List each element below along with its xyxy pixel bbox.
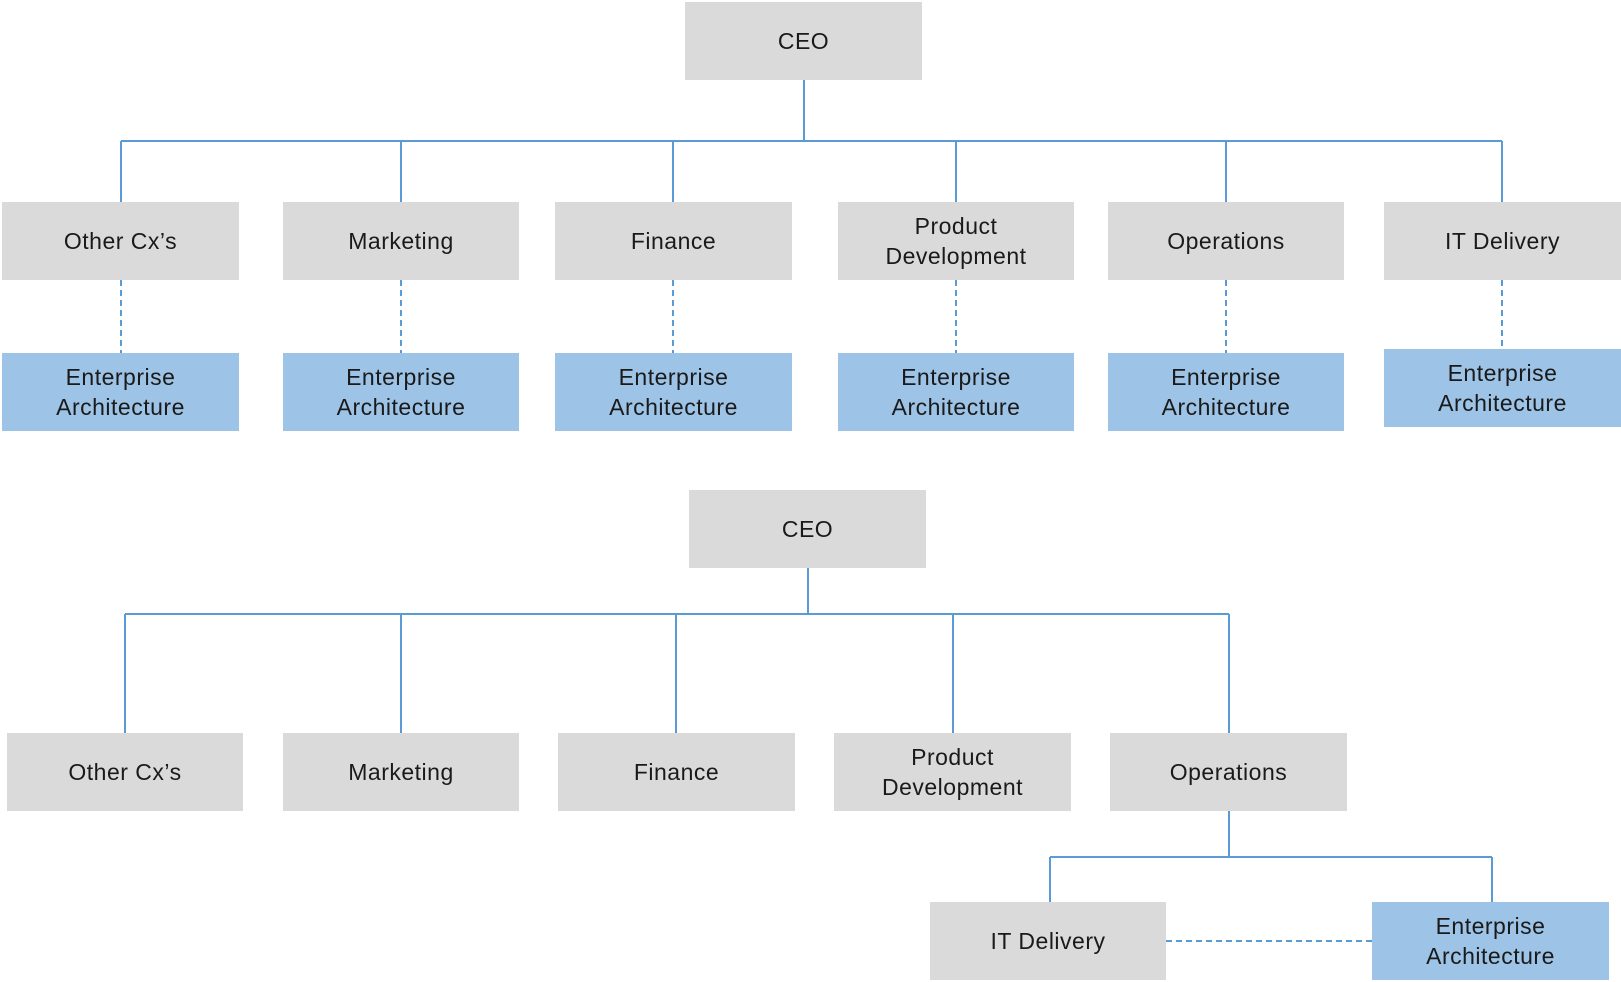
dept-label: Product Development <box>881 744 1024 800</box>
bottom-ceo-label: CEO <box>781 516 834 542</box>
top-ea-product-development[interactable]: Enterprise Architecture <box>838 353 1074 431</box>
dept-label: Operations <box>1167 228 1285 254</box>
top-dept-product-development[interactable]: Product Development <box>838 202 1074 280</box>
top-dept-it-delivery[interactable]: IT Delivery <box>1384 202 1621 280</box>
ea-label: Enterprise Architecture <box>1426 913 1555 969</box>
bottom-dept-finance[interactable]: Finance <box>558 733 795 811</box>
dept-label: Product Development <box>885 213 1027 269</box>
bottom-it-delivery[interactable]: IT Delivery <box>930 902 1166 980</box>
bottom-dept-marketing[interactable]: Marketing <box>283 733 519 811</box>
top-ea-marketing[interactable]: Enterprise Architecture <box>283 353 519 431</box>
dept-label: IT Delivery <box>1445 228 1560 254</box>
ea-label: Enterprise Architecture <box>56 364 185 420</box>
top-ea-it-delivery[interactable]: Enterprise Architecture <box>1384 349 1621 427</box>
dept-label: Operations <box>1169 759 1288 785</box>
dept-label: Finance <box>630 228 717 254</box>
ea-label: Enterprise Architecture <box>891 364 1021 420</box>
top-ceo-box[interactable]: CEO <box>685 2 922 80</box>
top-ea-finance[interactable]: Enterprise Architecture <box>555 353 792 431</box>
dept-label: Other Cx’s <box>68 759 182 785</box>
dept-label: Marketing <box>348 759 454 785</box>
dept-label: Marketing <box>348 228 454 254</box>
ea-label: Enterprise Architecture <box>1438 360 1567 416</box>
top-dept-marketing[interactable]: Marketing <box>283 202 519 280</box>
top-dept-other-cxs[interactable]: Other Cx’s <box>2 202 239 280</box>
bottom-ceo-box[interactable]: CEO <box>689 490 926 568</box>
bottom-dept-product-development[interactable]: Product Development <box>834 733 1071 811</box>
top-ea-operations[interactable]: Enterprise Architecture <box>1108 353 1344 431</box>
top-ceo-label: CEO <box>777 28 830 54</box>
bottom-dept-operations[interactable]: Operations <box>1110 733 1347 811</box>
bottom-dept-other-cxs[interactable]: Other Cx’s <box>7 733 243 811</box>
ea-label: Enterprise Architecture <box>1161 364 1291 420</box>
top-dept-finance[interactable]: Finance <box>555 202 792 280</box>
top-ea-other-cxs[interactable]: Enterprise Architecture <box>2 353 239 431</box>
top-dept-operations[interactable]: Operations <box>1108 202 1344 280</box>
bottom-enterprise-architecture[interactable]: Enterprise Architecture <box>1372 902 1609 980</box>
it-delivery-label: IT Delivery <box>990 928 1106 954</box>
ea-label: Enterprise Architecture <box>336 364 466 420</box>
dept-label: Other Cx’s <box>63 228 178 254</box>
dept-label: Finance <box>633 759 720 785</box>
ea-label: Enterprise Architecture <box>609 364 738 420</box>
